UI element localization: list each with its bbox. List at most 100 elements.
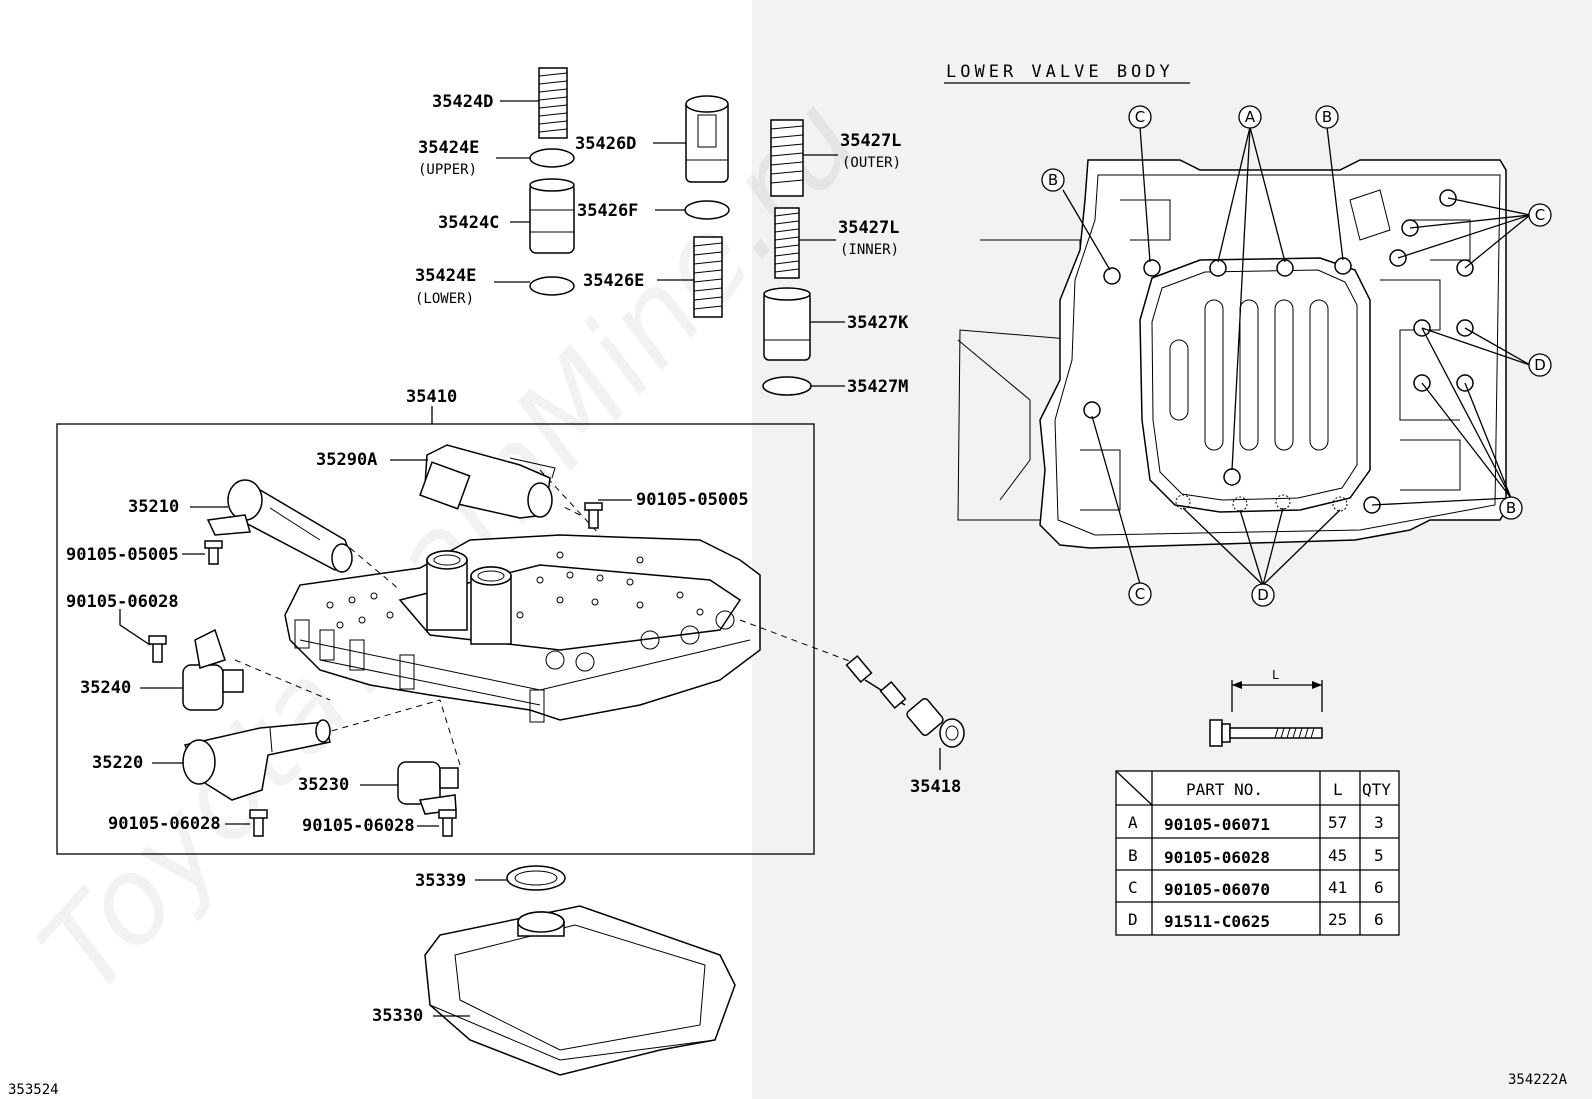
table-row-qty: 3: [1374, 813, 1384, 832]
svg-text:B: B: [1322, 108, 1332, 126]
callout-b-right: B: [1499, 496, 1523, 520]
callout-d-bottom: D: [1251, 583, 1275, 607]
svg-text:C: C: [1535, 206, 1545, 224]
gasket-35339: [506, 865, 566, 891]
svg-text:C: C: [1135, 585, 1145, 603]
label-90105-05005-right: 90105-05005: [636, 490, 749, 510]
table-header-qty: QTY: [1362, 780, 1391, 799]
svg-text:C: C: [1135, 108, 1145, 126]
bolt-90105-06028-top: [148, 635, 167, 663]
table-row-part: 90105-06070: [1164, 880, 1270, 899]
table-row-l: 57: [1328, 813, 1347, 832]
table-row-part: 90105-06028: [1164, 848, 1270, 867]
table-row-key: D: [1128, 910, 1138, 929]
svg-text:B: B: [1048, 171, 1058, 189]
label-35230: 35230: [298, 775, 349, 795]
bolt-90105-05005-left: [204, 540, 223, 565]
bolt-90105-06028-bm: [438, 809, 457, 837]
table-row-key: A: [1128, 813, 1138, 832]
table-row-key: B: [1128, 846, 1138, 865]
label-inner: (INNER): [840, 242, 899, 258]
plunger-35426d: [685, 95, 729, 183]
oring-35424e-lower: [529, 276, 575, 296]
label-35427m: 35427M: [847, 377, 908, 397]
svg-text:B: B: [1506, 499, 1516, 517]
callout-c-right: C: [1528, 203, 1552, 227]
table-header-l: L: [1333, 780, 1343, 799]
figure-id-right: 354222A: [1508, 1072, 1568, 1088]
svg-text:D: D: [1257, 586, 1269, 604]
valve-body-assembly-box: [56, 423, 815, 855]
table-row-l: 45: [1328, 846, 1347, 865]
callout-a-top: A: [1238, 105, 1262, 129]
solenoid-35240: [182, 628, 244, 711]
lower-valve-body-title: LOWER VALVE BODY: [946, 62, 1174, 82]
label-90105-06028-top: 90105-06028: [66, 592, 179, 612]
label-35210: 35210: [128, 497, 179, 517]
label-35424e-upper: 35424E: [418, 138, 479, 158]
lower-valve-body-drawing: [957, 126, 1531, 586]
label-35427k: 35427K: [847, 313, 909, 333]
callout-c-bottom: C: [1128, 582, 1152, 606]
label-90105-06028-bl: 90105-06028: [108, 814, 221, 834]
table-row-l: 41: [1328, 878, 1347, 897]
bolt-90105-05005-right: [584, 502, 603, 529]
label-35424e-lower: 35424E: [415, 266, 476, 286]
label-35220: 35220: [92, 753, 143, 773]
oring-35424e-upper: [529, 148, 575, 168]
callout-d-right: D: [1528, 353, 1552, 377]
table-row-qty: 6: [1374, 910, 1384, 929]
bolt-table: PART NO. L QTY A 90105-06071 57 3 B 9010…: [1115, 770, 1400, 936]
label-35410: 35410: [406, 387, 457, 407]
label-35424c: 35424C: [438, 213, 499, 233]
table-row-qty: 5: [1374, 846, 1384, 865]
label-35339: 35339: [415, 871, 466, 891]
sleeve-35424c: [529, 178, 575, 254]
label-35424d: 35424D: [432, 92, 493, 112]
label-35426e: 35426E: [583, 271, 644, 291]
oil-strainer-35330: [424, 905, 736, 1076]
oring-35427m: [762, 376, 812, 396]
table-header-part-no: PART NO.: [1186, 780, 1263, 799]
bolt-length-diagram: L: [1209, 668, 1323, 747]
table-row-key: C: [1128, 878, 1138, 897]
label-lower: (LOWER): [415, 291, 474, 307]
label-35418: 35418: [910, 777, 961, 797]
valve-body-assembly: [284, 534, 761, 723]
solenoid-35220: [182, 719, 331, 801]
callout-c-top: C: [1128, 105, 1152, 129]
callout-b-top: B: [1315, 105, 1339, 129]
svg-text:A: A: [1245, 108, 1256, 126]
bolt-90105-06028-bl: [249, 809, 268, 837]
connector-35418: [845, 655, 965, 748]
table-row-l: 25: [1328, 910, 1347, 929]
label-90105-05005-left: 90105-05005: [66, 545, 179, 565]
label-35290a: 35290A: [316, 450, 377, 470]
spring-35427l-outer: [770, 119, 804, 197]
oring-35426f: [684, 200, 730, 220]
label-35240: 35240: [80, 678, 131, 698]
spring-35424d: [538, 67, 568, 139]
sleeve-35427k: [763, 287, 811, 361]
table-row-qty: 6: [1374, 878, 1384, 897]
table-row-part: 91511-C0625: [1164, 912, 1270, 931]
solenoid-35230: [397, 761, 459, 815]
label-upper: (UPPER): [418, 162, 477, 178]
label-35426f: 35426F: [577, 201, 638, 221]
table-row-part: 90105-06071: [1164, 815, 1270, 834]
label-35427l-outer: 35427L: [840, 131, 901, 151]
solenoid-35290a: [419, 444, 556, 519]
svg-text:D: D: [1534, 356, 1546, 374]
label-35427l-inner: 35427L: [838, 218, 899, 238]
label-outer: (OUTER): [842, 155, 901, 171]
callout-b-left: B: [1041, 168, 1065, 192]
bolt-length-label: L: [1272, 668, 1279, 682]
figure-id-left: 353524: [8, 1082, 59, 1098]
spring-35427l-inner: [774, 207, 800, 279]
label-35330: 35330: [372, 1006, 423, 1026]
spring-35426e: [693, 236, 723, 318]
label-35426d: 35426D: [575, 134, 636, 154]
label-90105-06028-bm: 90105-06028: [302, 816, 415, 836]
solenoid-35210: [206, 479, 353, 573]
